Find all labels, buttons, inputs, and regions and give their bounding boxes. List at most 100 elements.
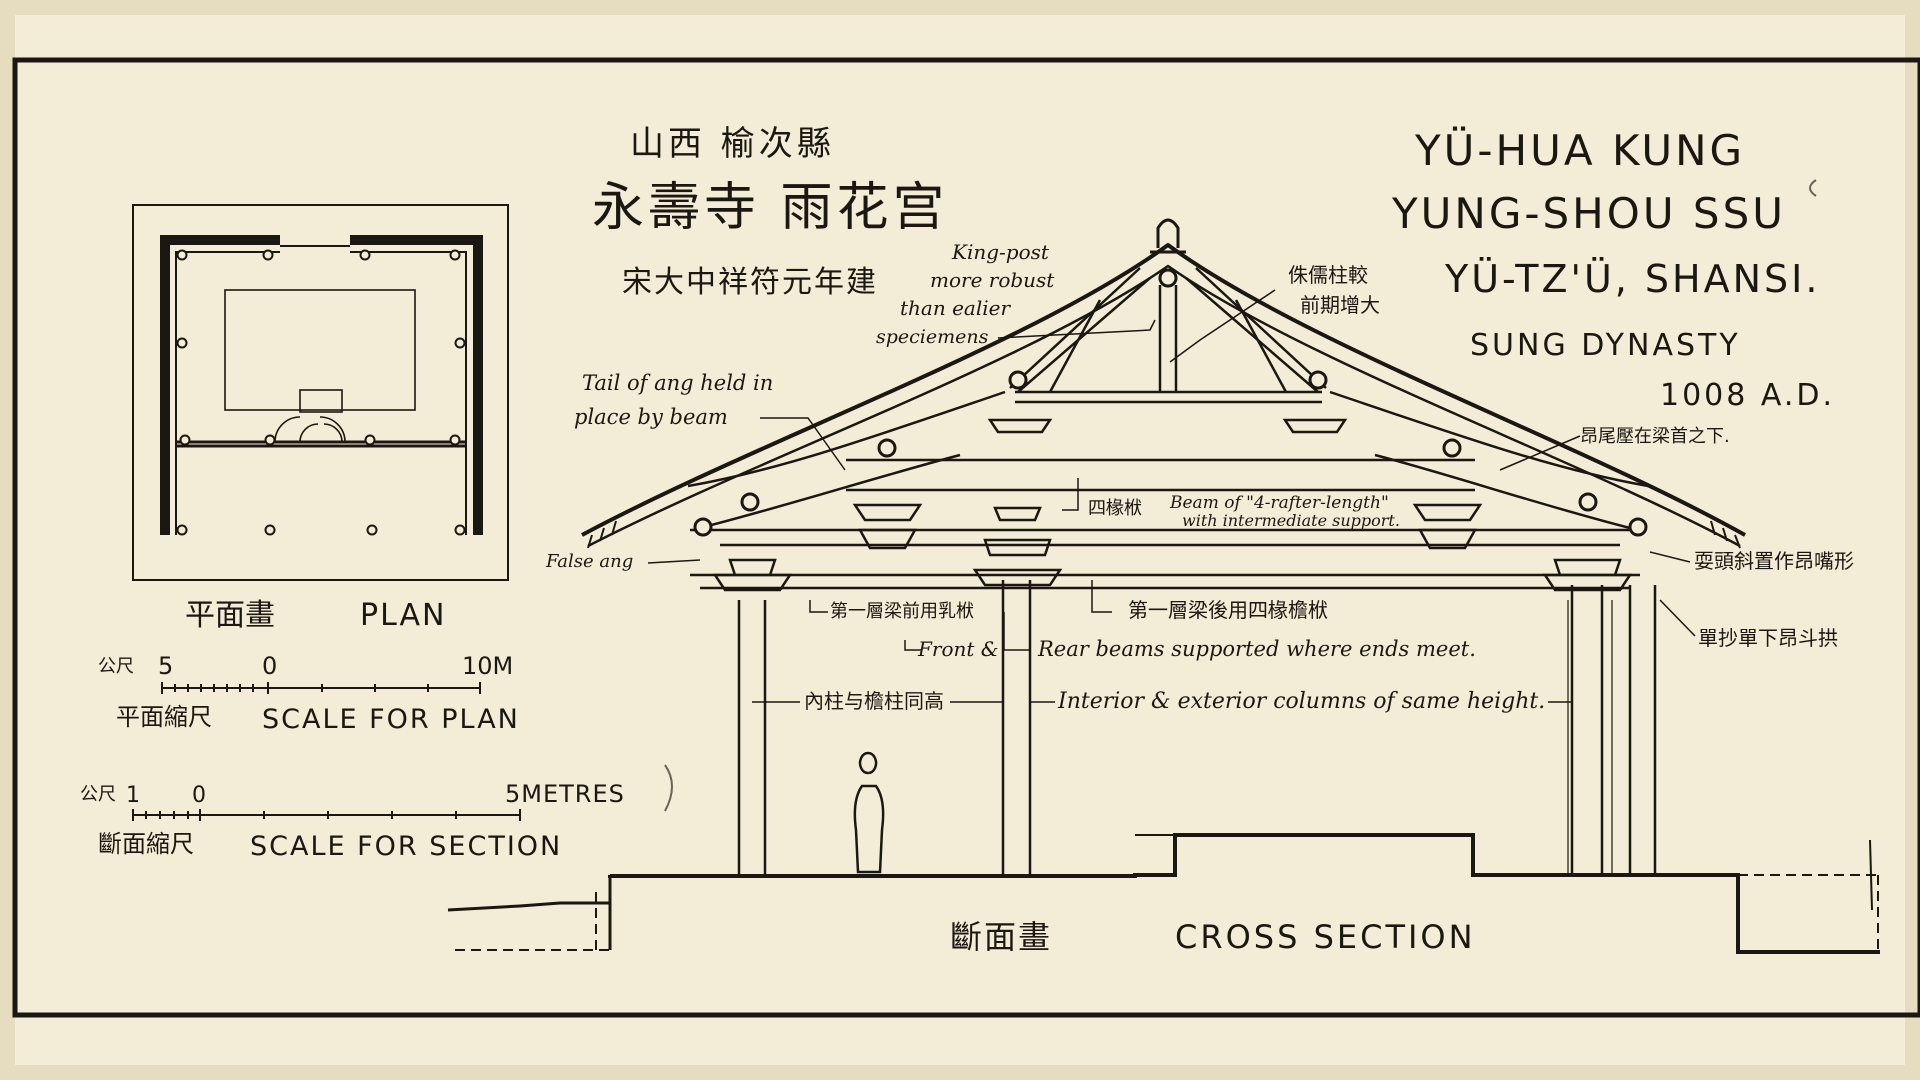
plan-columns (176, 249, 466, 536)
strut-right (1185, 267, 1327, 393)
plan-scale-label-en: SCALE FOR PLAN (262, 704, 520, 735)
column-exterior-left (737, 600, 767, 875)
beam-4-rafter (846, 458, 1475, 492)
note-4-rafter-zh: 四椽栿 (1088, 498, 1142, 519)
leader-kingpost (997, 319, 1156, 339)
note-ang-tail-2: place by beam (574, 405, 728, 429)
title-line-3: YÜ-TZ'Ü, SHANSI. (1444, 257, 1820, 301)
roof-tiles-left (587, 520, 617, 549)
section-scale-tick-0: 0 (192, 783, 206, 808)
bracket-left-inner (972, 506, 1063, 587)
section-structure (687, 267, 1657, 875)
note-bracket-zh: 單抄單下昂斗拱 (1698, 626, 1838, 650)
purlin-eave-right (1628, 517, 1648, 537)
note-kingpost-3: than ealier (900, 296, 1011, 320)
column-interior-left (1001, 580, 1032, 875)
plan-title-zh: 平面畫 (185, 598, 275, 633)
note-false-ang-zh: 耍頭斜置作昂嘴形 (1694, 549, 1854, 573)
note-kingpost-4: speciemens (876, 326, 989, 348)
leader-first-front (809, 600, 828, 613)
strut-mid-left (1048, 299, 1102, 393)
date-label: 1008 A.D. (1660, 378, 1835, 413)
plan-scale-tick-0: 0 (262, 652, 277, 680)
dynasty-label: SUNG DYNASTY (1470, 328, 1741, 363)
plan-caption: 平面畫 PLAN (185, 598, 446, 633)
strut-mid-right (1234, 299, 1288, 393)
strut-left (1009, 267, 1151, 393)
plan-scale-unit: 公尺 (98, 656, 134, 677)
leader-4-rafter (1062, 478, 1079, 511)
beam-upper (1015, 390, 1322, 404)
bracket-left-mid (852, 503, 923, 550)
section-scale-tick-1: 1 (126, 783, 140, 808)
purlin-lower-left (740, 492, 760, 512)
plan-scale-bar: 公尺 5 0 10M 平面縮尺 SCALE FOR PLAN (98, 652, 520, 735)
leader-bracket-zh (1659, 599, 1696, 637)
section-ground (447, 833, 1880, 954)
pencil-mark (1809, 179, 1817, 197)
note-false-ang: False ang (545, 551, 633, 572)
plan-scale-label-zh: 平面縮尺 (116, 703, 212, 731)
purlin-ridge (1158, 268, 1178, 288)
plan-wall-outer (160, 235, 483, 535)
purlin-eave-left (693, 517, 713, 537)
ang-right (1329, 390, 1649, 488)
pencil-mark-2 (664, 764, 673, 812)
ground-left (447, 901, 610, 912)
bracket-upper-right (1282, 418, 1348, 434)
section-scale-label-en: SCALE FOR SECTION (250, 831, 562, 862)
temple-hall-zh: 永壽寺 雨花宫 (592, 178, 949, 238)
plan-interior (224, 289, 416, 411)
title-line-1: YÜ-HUA KUNG (1414, 125, 1745, 175)
note-front-rear-1: Front & (917, 637, 999, 661)
title-line-2: YUNG-SHOU SSU (1391, 189, 1786, 238)
border-frame (12, 57, 1920, 1018)
note-ang-tail-1: Tail of ang held in (582, 371, 773, 395)
brackets (712, 418, 1633, 592)
plan-altar (299, 389, 343, 413)
bracket-right-mid (1412, 503, 1483, 550)
note-front-rear-2: Rear beams supported where ends meet. (1037, 637, 1476, 661)
leader-false-ang-zh (1649, 551, 1691, 563)
ground-dash-right (1738, 874, 1880, 952)
province-county-zh: 山西 榆次縣 (630, 124, 835, 164)
plan-frame (132, 204, 509, 581)
built-date-zh: 宋大中祥符元年建 (622, 265, 878, 300)
purlin-upper-left (1008, 370, 1028, 390)
ang-left-2 (699, 453, 961, 530)
purlin-mid-left (877, 438, 897, 458)
roof-ridge-ornament (1156, 218, 1180, 248)
note-kingpost-2: more robust (930, 268, 1055, 292)
note-first-front-zh: 第一層梁前用乳栿 (830, 601, 974, 622)
plan-scale-tick-5: 5 (158, 652, 173, 680)
note-columns-zh: 內柱与檐柱同高 (804, 689, 944, 713)
section-scale-tick-5m: 5METRES (505, 780, 625, 808)
roof-tiles-right (1710, 520, 1741, 549)
note-columns-en: Interior & exterior columns of same heig… (1057, 689, 1545, 714)
note-kingpost-zh-1: 侏儒柱較 (1288, 263, 1368, 287)
leader-false-ang (647, 559, 701, 564)
leader-lines (647, 289, 1696, 703)
note-first-rear-zh: 第一層梁後用四椽檐栿 (1128, 598, 1328, 622)
leader-front-rear (904, 612, 1030, 651)
leader-ang-tail (760, 417, 846, 471)
plan-door-swings (274, 416, 346, 443)
plan-scale-tick-10m: 10M (462, 652, 513, 680)
beam-eave (690, 573, 1640, 590)
section-caption: 斷面畫 CROSS SECTION (950, 918, 1476, 956)
title-block-chinese: 山西 榆次縣 永壽寺 雨花宫 宋大中祥符元年建 (592, 124, 949, 300)
column-centre-right (1628, 585, 1657, 875)
section-title-en: CROSS SECTION (1175, 918, 1476, 956)
right-edge-stub (1869, 839, 1873, 911)
annotations: King-post more robust than ealier specie… (545, 240, 1854, 714)
section-scale-bar: 公尺 1 0 5METRES 斷面縮尺 SCALE FOR SECTION (80, 780, 625, 862)
plan-drawing (132, 204, 509, 581)
roof-under-surface (587, 264, 1741, 548)
title-block-english: YÜ-HUA KUNG YUNG-SHOU SSU YÜ-TZ'Ü, SHANS… (1391, 125, 1835, 413)
plan-title-en: PLAN (360, 598, 446, 633)
roof (581, 218, 1746, 549)
roof-top-surface (581, 243, 1746, 537)
section-scale-label-zh: 斷面縮尺 (98, 830, 194, 858)
ground-dash-left (455, 892, 610, 951)
